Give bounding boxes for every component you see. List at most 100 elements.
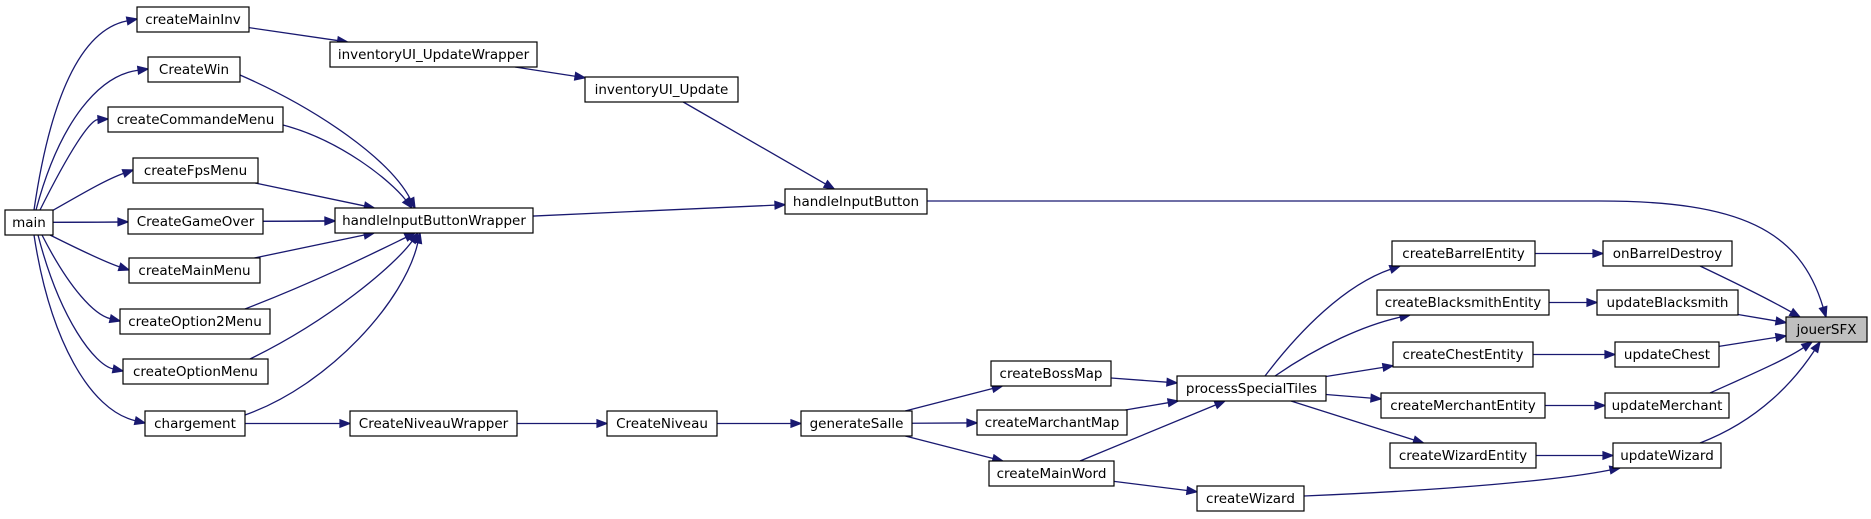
node-updateChest[interactable]: updateChest <box>1614 341 1720 368</box>
edge-CreateGameOver-to-handleInputButtonWrapper <box>262 216 337 226</box>
edge-createChestEntity-to-updateChest <box>1533 349 1617 360</box>
node-createWizard[interactable]: createWizard <box>1196 485 1305 512</box>
node-handleInputButton[interactable]: handleInputButton <box>784 188 928 215</box>
node-box <box>606 410 718 437</box>
edge-handleInputButtonWrapper-to-handleInputButton <box>532 200 787 217</box>
node-createWizardEntity[interactable]: createWizardEntity <box>1389 442 1537 469</box>
node-label: createCommandeMenu <box>117 112 275 128</box>
node-chargement[interactable]: chargement <box>144 410 246 437</box>
node-createCommandeMenu[interactable]: createCommandeMenu <box>107 106 284 133</box>
edge-createOption2Menu-to-handleInputButtonWrapper <box>244 232 417 310</box>
node-box <box>1612 442 1722 469</box>
node-createOption2Menu[interactable]: createOption2Menu <box>119 308 271 335</box>
node-onBarrelDestroy[interactable]: onBarrelDestroy <box>1602 240 1733 267</box>
edge-main-to-createFpsMenu <box>49 169 135 213</box>
node-box <box>1391 240 1536 267</box>
node-box <box>1392 341 1534 368</box>
node-box <box>147 56 241 83</box>
node-CreateNiveauWrapper[interactable]: CreateNiveauWrapper <box>349 410 518 437</box>
node-createBarrelEntity[interactable]: createBarrelEntity <box>1391 240 1536 267</box>
node-label: createChestEntity <box>1403 347 1524 363</box>
node-updateBlacksmith[interactable]: updateBlacksmith <box>1596 289 1739 316</box>
node-label: createBlacksmithEntity <box>1385 295 1542 311</box>
node-box <box>127 208 264 235</box>
edge-inventoryUI_Update-to-handleInputButton <box>682 101 836 190</box>
edge-inventoryUI_UpdateWrapper-to-inventoryUI_Update <box>514 66 587 81</box>
node-label: chargement <box>154 416 236 432</box>
node-createFpsMenu[interactable]: createFpsMenu <box>132 157 259 184</box>
node-label: createOption2Menu <box>128 314 262 330</box>
node-updateMerchant[interactable]: updateMerchant <box>1604 392 1730 419</box>
edge-createBlacksmithEntity-to-updateBlacksmith <box>1549 297 1599 308</box>
edge-main-to-createMainInv <box>33 16 139 211</box>
node-createMarchantMap[interactable]: createMarchantMap <box>976 409 1128 436</box>
node-createBossMap[interactable]: createBossMap <box>990 360 1112 387</box>
node-CreateGameOver[interactable]: CreateGameOver <box>127 208 264 235</box>
node-createChestEntity[interactable]: createChestEntity <box>1392 341 1534 368</box>
node-CreateNiveau[interactable]: CreateNiveau <box>606 410 718 437</box>
edge-processSpecialTiles-to-createChestEntity <box>1325 362 1395 378</box>
node-box <box>107 106 284 133</box>
node-label: updateMerchant <box>1612 398 1723 414</box>
node-box <box>1785 316 1868 343</box>
node-box <box>1376 289 1550 316</box>
node-createOptionMenu[interactable]: createOptionMenu <box>122 358 269 385</box>
node-inventoryUI_UpdateWrapper[interactable]: inventoryUI_UpdateWrapper <box>329 41 538 68</box>
node-label: createMarchantMap <box>985 415 1120 431</box>
node-box <box>784 188 928 215</box>
node-box <box>132 157 259 184</box>
node-CreateWin[interactable]: CreateWin <box>147 56 241 83</box>
edge-createWizard-to-updateWizard <box>1303 465 1622 497</box>
edge-updateBlacksmith-to-jouerSFX <box>1737 313 1788 326</box>
edge-updateWizard-to-jouerSFX <box>1699 340 1821 444</box>
node-label: updateBlacksmith <box>1607 295 1729 311</box>
node-box <box>128 257 261 284</box>
node-label: createMainWord <box>997 466 1107 482</box>
edge-generateSalle-to-createBossMap <box>904 384 1005 412</box>
node-box <box>334 207 534 234</box>
node-box <box>119 308 271 335</box>
node-handleInputButtonWrapper[interactable]: handleInputButtonWrapper <box>334 207 534 234</box>
node-createBlacksmithEntity[interactable]: createBlacksmithEntity <box>1376 289 1550 316</box>
edge-CreateNiveau-to-generateSalle <box>717 418 803 429</box>
node-label: createWizard <box>1206 491 1295 507</box>
node-label: handleInputButton <box>793 194 919 210</box>
node-label: createMainInv <box>145 12 241 28</box>
edge-createMarchantMap-to-processSpecialTiles <box>1125 398 1180 411</box>
node-label: createBarrelEntity <box>1402 246 1524 262</box>
edge-chargement-to-handleInputButtonWrapper <box>244 231 423 416</box>
node-updateWizard[interactable]: updateWizard <box>1612 442 1722 469</box>
node-jouerSFX[interactable]: jouerSFX <box>1785 316 1868 343</box>
node-box <box>1602 240 1733 267</box>
node-box <box>584 76 739 103</box>
node-box <box>1380 392 1546 419</box>
edge-createMainWord-to-createWizard <box>1113 480 1199 496</box>
node-box <box>1389 442 1537 469</box>
node-createMainInv[interactable]: createMainInv <box>136 6 250 33</box>
edge-main-to-createOptionMenu <box>37 234 125 374</box>
node-createMerchantEntity[interactable]: createMerchantEntity <box>1380 392 1546 419</box>
node-createMainMenu[interactable]: createMainMenu <box>128 257 261 284</box>
node-main[interactable]: main <box>4 209 54 236</box>
graph-nodes: jouerSFX handleInputButton onBarrelDestroy… <box>4 6 1868 512</box>
edge-CreateNiveauWrapper-to-CreateNiveau <box>517 418 609 429</box>
edge-createFpsMenu-to-handleInputButtonWrapper <box>254 182 377 211</box>
edge-updateMerchant-to-jouerSFX <box>1709 341 1814 394</box>
node-label: inventoryUI_Update <box>595 82 729 98</box>
node-label: CreateNiveauWrapper <box>359 416 509 432</box>
node-label: updateChest <box>1624 347 1710 363</box>
node-label: createWizardEntity <box>1399 448 1527 464</box>
node-box <box>976 409 1128 436</box>
node-label: createMainMenu <box>138 263 250 279</box>
node-createMainWord[interactable]: createMainWord <box>988 460 1115 487</box>
node-box <box>349 410 518 437</box>
node-processSpecialTiles[interactable]: processSpecialTiles <box>1176 375 1327 402</box>
node-generateSalle[interactable]: generateSalle <box>800 410 913 437</box>
node-inventoryUI_Update[interactable]: inventoryUI_Update <box>584 76 739 103</box>
node-label: main <box>12 215 46 231</box>
edge-createBossMap-to-processSpecialTiles <box>1110 377 1179 387</box>
node-box <box>1176 375 1327 402</box>
edge-generateSalle-to-createMarchantMap <box>911 418 979 428</box>
edge-createBarrelEntity-to-onBarrelDestroy <box>1535 248 1605 259</box>
